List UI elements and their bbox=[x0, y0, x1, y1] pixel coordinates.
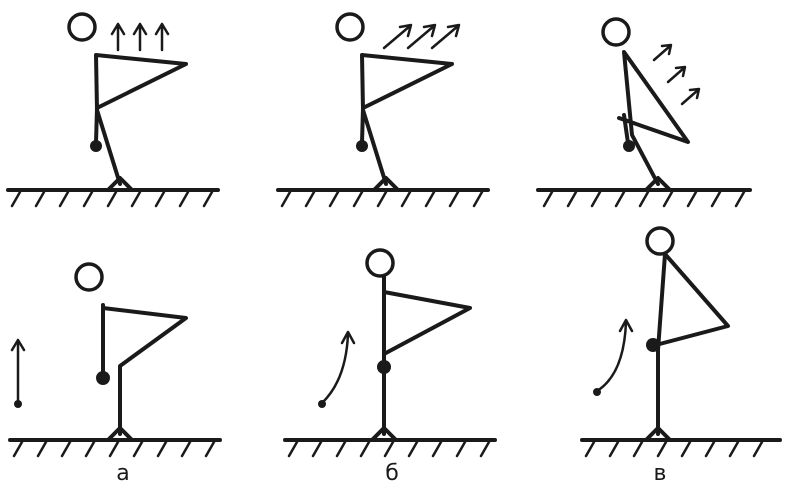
weight-b-bottom bbox=[377, 360, 391, 374]
body-b-top bbox=[360, 53, 454, 186]
pivot-c-top bbox=[644, 176, 672, 192]
ground-b-top bbox=[276, 188, 490, 208]
figure-b-bottom bbox=[283, 248, 497, 458]
label-b: б bbox=[385, 461, 399, 486]
pivot-c-bottom bbox=[644, 426, 672, 442]
figure-a-top bbox=[6, 12, 220, 208]
ground-c-bottom bbox=[580, 438, 782, 458]
weight-a-top bbox=[90, 140, 102, 152]
figure-c-top bbox=[536, 17, 752, 208]
weight-c-top bbox=[623, 140, 635, 152]
head-a-bottom bbox=[74, 262, 104, 292]
body-a-bottom bbox=[101, 306, 188, 436]
weight-b-top bbox=[356, 140, 368, 152]
head-b-top bbox=[335, 12, 365, 42]
ground-a-bottom bbox=[8, 438, 222, 458]
trajectory-vertical-icon bbox=[10, 338, 26, 408]
weight-a-bottom bbox=[96, 371, 110, 385]
arm-c-top bbox=[622, 113, 630, 145]
figure-b-top bbox=[276, 12, 490, 208]
trajectory-curve-icon bbox=[318, 330, 356, 408]
arrows-up-icon bbox=[110, 22, 170, 52]
figure-a-bottom bbox=[8, 262, 222, 458]
ground-a-top bbox=[6, 188, 220, 208]
head-c-top bbox=[601, 17, 631, 47]
pivot-a-bottom bbox=[106, 426, 134, 442]
label-a: а bbox=[116, 461, 130, 486]
head-b-bottom bbox=[365, 248, 395, 278]
weight-c-bottom bbox=[646, 338, 660, 352]
body-c-top bbox=[617, 50, 690, 186]
trajectory-curve-small-icon bbox=[593, 318, 634, 396]
arm-b-top bbox=[360, 106, 365, 145]
figure-c-bottom bbox=[580, 226, 782, 458]
body-a-top bbox=[94, 53, 188, 186]
body-c-bottom bbox=[650, 252, 730, 436]
head-c-bottom bbox=[645, 226, 675, 256]
arrows-diagonal-small-icon bbox=[652, 43, 701, 106]
label-c: в bbox=[653, 461, 667, 486]
pivot-b-top bbox=[372, 176, 400, 192]
pivot-a-top bbox=[106, 176, 134, 192]
head-a-top bbox=[67, 12, 97, 42]
pivot-b-bottom bbox=[370, 426, 398, 442]
ground-b-bottom bbox=[283, 438, 497, 458]
arrows-diagonal-icon bbox=[382, 23, 461, 50]
arm-a-top bbox=[94, 106, 99, 145]
body-b-bottom bbox=[382, 274, 472, 436]
ground-c-top bbox=[536, 188, 752, 208]
